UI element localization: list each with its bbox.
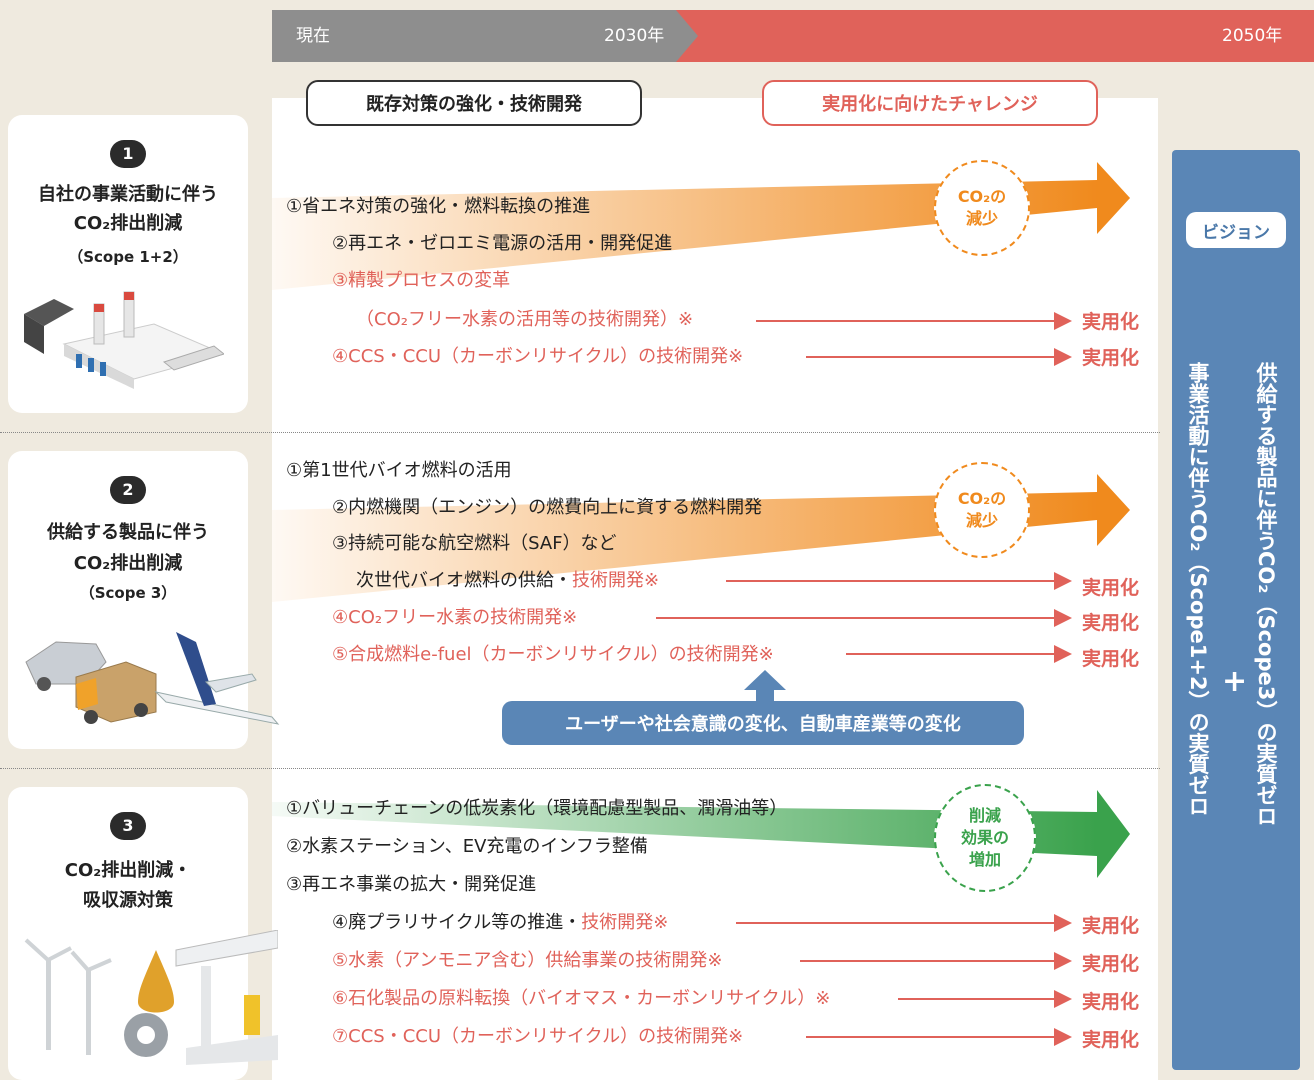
- section-1-title-line1: 自社の事業活動に伴う: [38, 184, 218, 205]
- section-3-number: 3: [110, 812, 146, 840]
- s3-item-4-a: ④廃プラリサイクル等の推進・: [332, 912, 582, 933]
- co2-reduction-cloud-1: CO₂の 減少: [934, 160, 1030, 256]
- section-1-title-line2: CO₂排出削減: [73, 213, 183, 234]
- practical-label: 実用化: [1082, 1029, 1140, 1051]
- s2-item-1: ①第1世代バイオ燃料の活用: [286, 460, 512, 481]
- practical-arrow-line: [806, 356, 1056, 358]
- s3-item-2: ②水素ステーション、EV充電のインフラ整備: [286, 836, 648, 857]
- phase-existing-label: 既存対策の強化・技術開発: [306, 80, 642, 126]
- cloud-line: 減少: [965, 209, 998, 228]
- s2-item-3-detail-b: 技術開発※: [572, 570, 660, 591]
- vision-scope3-text: 供給する製品に伴うCO₂（Scope3）の実質ゼロ: [1254, 362, 1278, 827]
- practical-arrow-line: [898, 998, 1056, 1000]
- arrow-head-icon: [1054, 914, 1072, 932]
- s1-item-3: ③精製プロセスの変革: [332, 270, 511, 291]
- s3-item-4-b: 技術開発※: [581, 912, 669, 933]
- section-1-number: 1: [110, 140, 146, 168]
- timeline-now-label: 現在: [296, 26, 330, 46]
- section-3-title-line1: CO₂排出削減・: [64, 860, 192, 881]
- timeline-now-segment: [272, 10, 702, 62]
- arrow-head-icon: [1054, 645, 1072, 663]
- section-2-title-line1: 供給する製品に伴う: [47, 522, 209, 543]
- arrow-head-icon: [1054, 348, 1072, 366]
- section-2-number: 2: [110, 476, 146, 504]
- cloud-line: CO₂の: [957, 187, 1007, 206]
- phase-challenge-label: 実用化に向けたチャレンジ: [762, 80, 1098, 126]
- vision-badge: ビジョン: [1186, 212, 1286, 248]
- practical-arrow-line: [846, 653, 1056, 655]
- vehicles-icon: [25, 632, 280, 725]
- s1-item-4: ④CCS・CCU（カーボンリサイクル）の技術開発※: [332, 346, 744, 367]
- cloud-line: 減少: [965, 511, 998, 530]
- timeline-2050-label: 2050年: [1222, 26, 1283, 46]
- s1-item-1: ①省エネ対策の強化・燃料転換の推進: [286, 196, 591, 217]
- arrow-head-icon: [1054, 572, 1072, 590]
- co2-reduction-cloud-2: CO₂の 減少: [934, 462, 1030, 558]
- s1-item-3-detail: （CO₂フリー水素の活用等の技術開発）※: [356, 309, 694, 330]
- practical-arrow-line: [656, 617, 1056, 619]
- practical-arrow-line: [726, 580, 1056, 582]
- s2-item-3: ③持続可能な航空燃料（SAF）など: [332, 533, 617, 554]
- arrow-head-icon: [1054, 1028, 1072, 1046]
- practical-arrow-line: [800, 960, 1056, 962]
- section-3-title-line2: 吸収源対策: [83, 890, 173, 911]
- arrow-head-icon: [1054, 609, 1072, 627]
- practical-label: 実用化: [1082, 648, 1140, 670]
- factory-icon: [24, 291, 224, 389]
- timeline-future-segment: [676, 10, 1314, 62]
- vision-scope12-text: 事業活動に伴うCO₂（Scope1+2）の実質ゼロ: [1186, 362, 1210, 817]
- s3-item-6: ⑥石化製品の原料転換（バイオマス・カーボンリサイクル）※: [332, 988, 831, 1009]
- practical-arrow-line: [756, 320, 1056, 322]
- society-change-banner: ユーザーや社会意識の変化、自動車産業等の変化: [502, 701, 1024, 745]
- up-arrow-icon: [744, 670, 786, 704]
- cloud-line: 効果の: [960, 828, 1009, 847]
- section-2-title-line2: CO₂排出削減: [73, 553, 183, 574]
- cloud-line: 増加: [968, 850, 1001, 869]
- section-divider: [0, 432, 1160, 433]
- practical-label: 実用化: [1082, 915, 1140, 937]
- s2-item-4: ④CO₂フリー水素の技術開発※: [332, 607, 578, 628]
- section-1-subtitle: （Scope 1+2）: [68, 248, 188, 266]
- practical-arrow-line: [736, 922, 1056, 924]
- s2-item-3-detail-a: 次世代バイオ燃料の供給・: [356, 570, 572, 591]
- s2-item-3-detail: 次世代バイオ燃料の供給・技術開発※: [356, 570, 659, 592]
- arrow-head-icon: [1054, 312, 1072, 330]
- vision-panel: [1172, 150, 1300, 1070]
- energy-facilities-icon: [24, 930, 278, 1065]
- s2-item-2: ②内燃機関（エンジン）の燃費向上に資する燃料開発: [332, 497, 763, 518]
- s2-item-5: ⑤合成燃料e-fuel（カーボンリサイクル）の技術開発※: [332, 644, 774, 665]
- arrow-head-icon: [1054, 990, 1072, 1008]
- s3-item-3: ③再エネ事業の拡大・開発促進: [286, 874, 537, 895]
- practical-label: 実用化: [1082, 953, 1140, 975]
- arrow-head-icon: [1054, 952, 1072, 970]
- s1-item-2: ②再エネ・ゼロエミ電源の活用・開発促進: [332, 233, 673, 254]
- practical-label: 実用化: [1082, 577, 1140, 599]
- s3-item-7: ⑦CCS・CCU（カーボンリサイクル）の技術開発※: [332, 1026, 744, 1047]
- s3-item-5: ⑤水素（アンモニア含む）供給事業の技術開発※: [332, 950, 723, 971]
- section-3-growth-arrow: [272, 790, 1130, 878]
- practical-label: 実用化: [1082, 311, 1140, 333]
- timeline-2030-label: 2030年: [604, 26, 665, 46]
- practical-label: 実用化: [1082, 991, 1140, 1013]
- section-1-growth-arrow: [272, 162, 1130, 290]
- s3-item-4: ④廃プラリサイクル等の推進・技術開発※: [332, 912, 668, 934]
- cloud-line: 削減: [968, 806, 1001, 825]
- section-2-subtitle: （Scope 3）: [79, 584, 177, 602]
- section-2-growth-arrow: [272, 474, 1130, 602]
- s3-item-1: ①バリューチェーンの低炭素化（環境配慮型製品、潤滑油等）: [286, 798, 788, 819]
- section-divider: [0, 768, 1160, 769]
- vision-plus: +: [1222, 664, 1248, 699]
- practical-label: 実用化: [1082, 612, 1140, 634]
- practical-arrow-line: [806, 1036, 1056, 1038]
- cloud-line: CO₂の: [957, 489, 1007, 508]
- effect-increase-cloud: 削減 効果の 増加: [934, 784, 1036, 892]
- practical-label: 実用化: [1082, 347, 1140, 369]
